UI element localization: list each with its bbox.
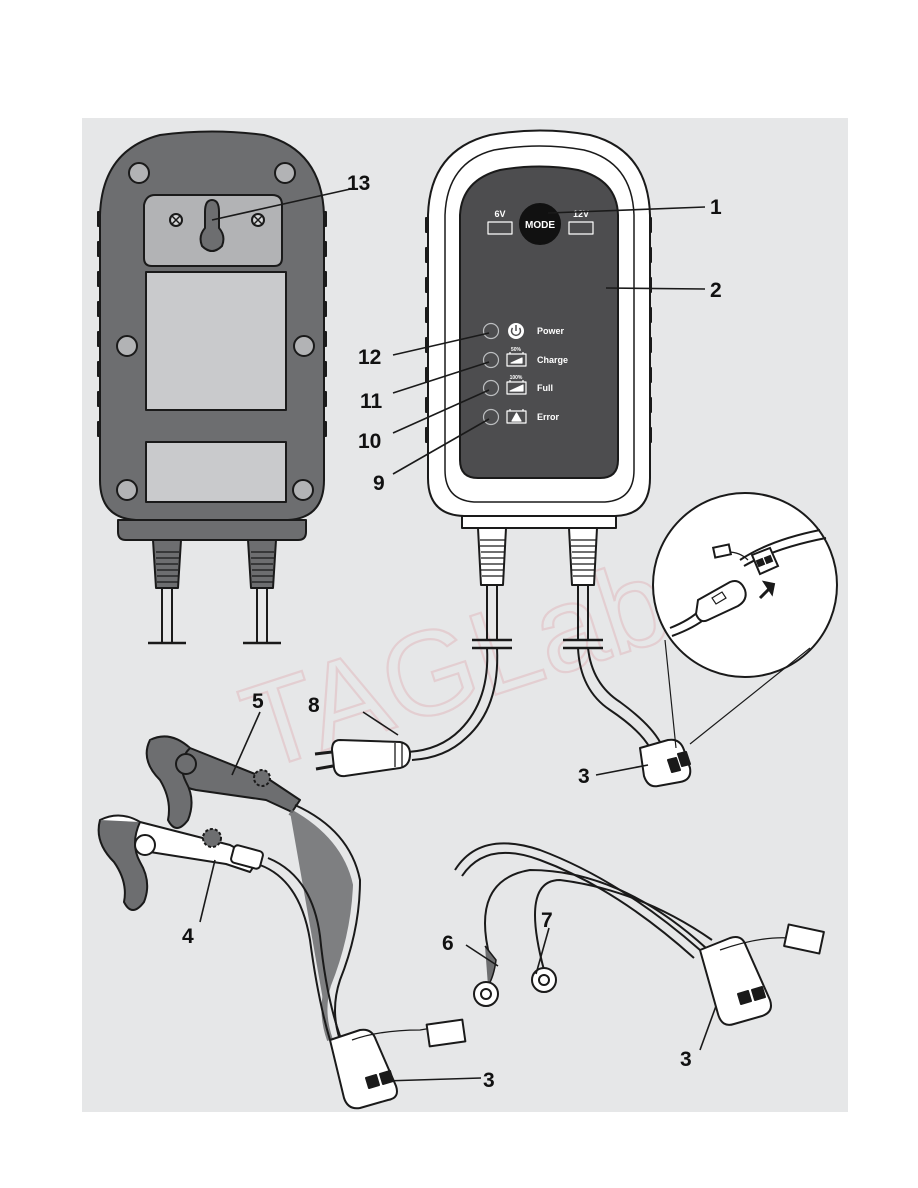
callout-10: 10 (358, 430, 381, 453)
full-badge: 100% (510, 375, 523, 381)
callout-12: 12 (358, 346, 381, 369)
charge-led (482, 351, 500, 369)
charge-label: Charge (537, 355, 568, 365)
callout-13: 13 (347, 172, 370, 195)
volt-6v-indicator (487, 221, 513, 235)
power-icon (508, 323, 524, 339)
callout-3-clamps: 3 (483, 1069, 495, 1092)
callout-3-charger: 3 (578, 765, 590, 788)
callout-9: 9 (373, 472, 385, 495)
clamp-cable-assembly (97, 735, 467, 1110)
watermark: TAGLab (227, 533, 685, 796)
charger-back-view (97, 130, 327, 645)
ring-terminal-cable-assembly (454, 842, 825, 1026)
battery-50-icon (506, 352, 527, 367)
callout-6: 6 (442, 932, 454, 955)
power-led (482, 322, 500, 340)
callout-2: 2 (710, 279, 722, 302)
callout-5: 5 (252, 690, 264, 713)
charger-front-view: MODE 6V 12V 50% 100% (314, 129, 692, 788)
full-led (482, 379, 500, 397)
callout-7: 7 (541, 909, 553, 932)
mode-button-label: MODE (525, 220, 555, 231)
callout-1: 1 (710, 196, 722, 219)
callout-3-rings: 3 (680, 1048, 692, 1071)
full-label: Full (537, 383, 553, 393)
volt-6v-label: 6V (494, 209, 505, 219)
power-label: Power (537, 326, 565, 336)
callout-4: 4 (182, 925, 194, 948)
volt-12v-label: 12V (573, 209, 589, 219)
volt-12v-indicator (568, 221, 594, 235)
connector-detail-inset (652, 492, 838, 749)
callout-11: 11 (360, 390, 383, 413)
battery-100-icon (506, 380, 527, 395)
battery-warning-icon (506, 409, 527, 424)
callout-leaders (199, 187, 717, 1082)
error-label: Error (537, 412, 560, 422)
callout-8: 8 (308, 694, 320, 717)
charge-badge: 50% (511, 347, 522, 353)
error-led (482, 408, 500, 426)
